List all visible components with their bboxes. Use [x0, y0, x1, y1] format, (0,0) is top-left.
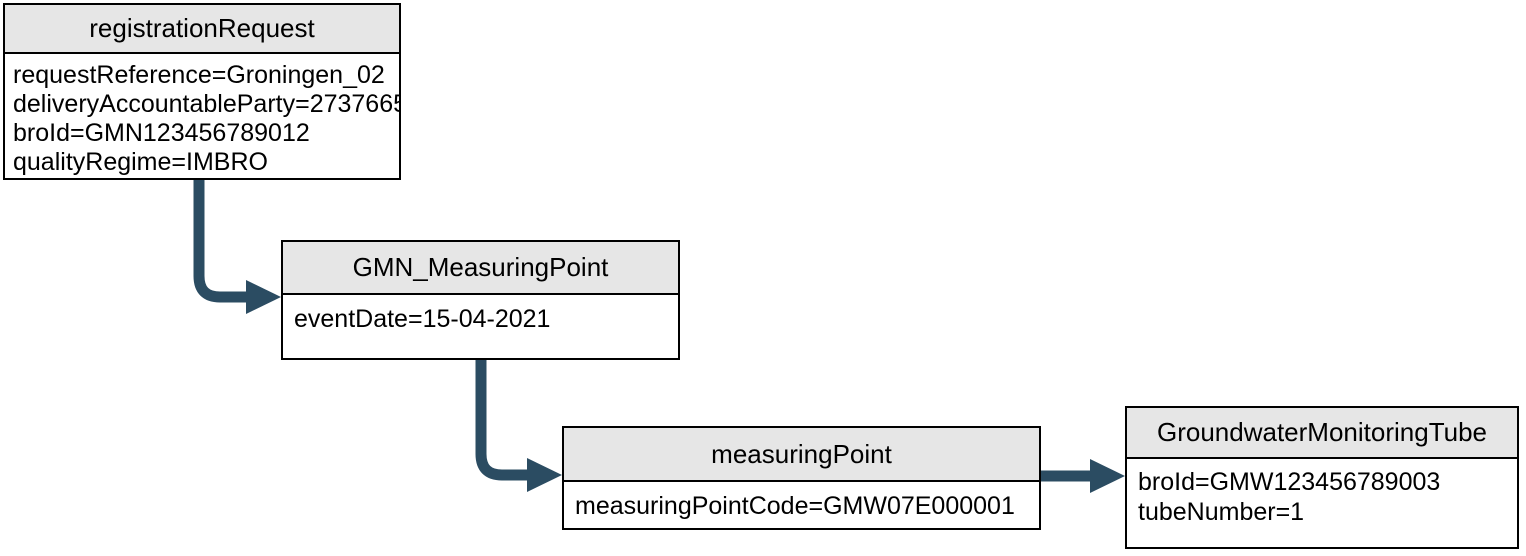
node-registration-request-body: requestReference=Groningen_02 deliveryAc…	[5, 54, 399, 177]
field-bro-id: broId=GMN123456789012	[13, 119, 310, 147]
node-groundwater-monitoring-tube-body: broId=GMW123456789003 tubeNumber=1	[1127, 459, 1517, 527]
node-registration-request-title: registrationRequest	[5, 5, 399, 54]
field-request-reference: requestReference=Groningen_02	[13, 61, 385, 89]
node-measuring-point-body: measuringPointCode=GMW07E000001	[564, 482, 1039, 521]
field-quality-regime: qualityRegime=IMBRO	[13, 148, 268, 176]
node-measuring-point-title: measuringPoint	[564, 428, 1039, 482]
field-delivery-accountable-party: deliveryAccountableParty=27376655	[13, 90, 401, 118]
field-tube-bro-id: broId=GMW123456789003	[1138, 468, 1441, 496]
node-measuring-point: measuringPoint measuringPointCode=GMW07E…	[562, 426, 1041, 530]
field-measuring-point-code: measuringPointCode=GMW07E000001	[575, 492, 1015, 520]
node-gmn-measuring-point: GMN_MeasuringPoint eventDate=15-04-2021	[281, 240, 680, 360]
node-groundwater-monitoring-tube-title: GroundwaterMonitoringTube	[1127, 408, 1517, 459]
connector-gmnmeasuringpoint-to-measuringpoint-arrow	[475, 360, 562, 492]
field-tube-number: tubeNumber=1	[1138, 498, 1305, 526]
field-event-date: eventDate=15-04-2021	[294, 305, 551, 333]
node-registration-request: registrationRequest requestReference=Gro…	[3, 3, 401, 180]
node-groundwater-monitoring-tube: GroundwaterMonitoringTube broId=GMW12345…	[1125, 406, 1519, 549]
connector-registration-to-measuringpoint-arrow	[193, 180, 281, 314]
node-gmn-measuring-point-body: eventDate=15-04-2021	[283, 295, 678, 334]
node-gmn-measuring-point-title: GMN_MeasuringPoint	[283, 242, 678, 295]
connector-measuringpoint-to-tube-arrow	[1041, 459, 1125, 493]
